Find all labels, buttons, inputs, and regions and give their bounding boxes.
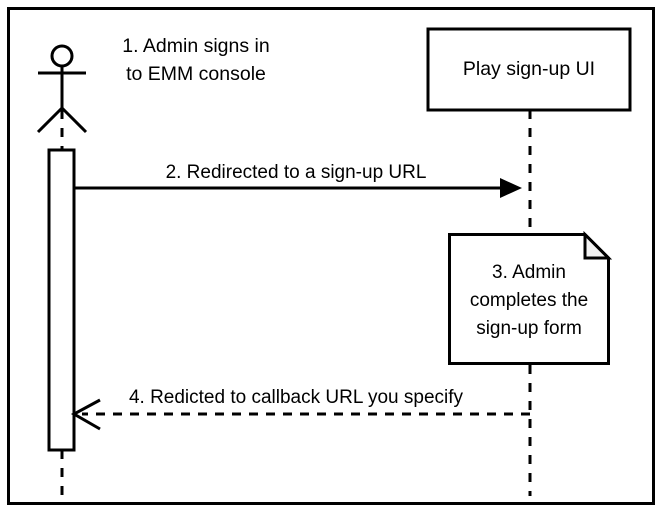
note-line-2: completes the [470,290,588,311]
activation-bar-admin [47,148,76,452]
actor-left-leg-icon [36,106,64,134]
note-step-3: 3. Admin completes the sign-up form [448,230,613,365]
message-label-4: 4. Redicted to callback URL you specify [129,387,464,408]
message-label-2: 2. Redirected to a sign-up URL [166,162,427,183]
message-arrowhead-2 [500,178,522,198]
note-line-3: sign-up form [476,318,582,339]
note-body-shape [448,233,610,365]
message-arrowhead-4 [70,398,101,431]
note-line-1: 3. Admin [492,262,566,283]
actor-admin[interactable] [36,44,88,134]
note-folded-corner-icon [583,230,613,260]
annotation-step-1-line-1: 1. Admin signs in [122,35,269,57]
diagram-frame-border [7,7,655,505]
actor-head-icon [50,44,74,68]
annotation-step-1-line-2: to EMM console [126,63,266,85]
participant-box-play-signup-ui[interactable] [426,27,632,112]
actor-right-leg-icon [60,106,88,134]
participant-label-play-signup-ui: Play sign-up UI [463,58,595,80]
